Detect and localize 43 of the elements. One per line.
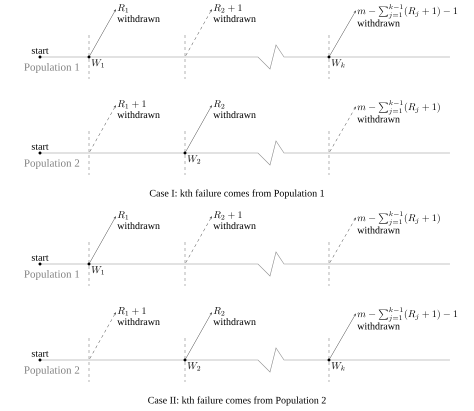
- event-point: $W_k$: [328, 56, 345, 68]
- node-label: $W_k$: [332, 362, 345, 371]
- node-label: $W_2$: [188, 362, 200, 371]
- event-point: $W_1$: [88, 262, 104, 275]
- population-label: Population 1: [24, 270, 80, 280]
- withdrawal-label: $R_1+1$ withdrawn: [117, 100, 160, 118]
- withdrawal-label: $R_1$ withdrawn: [117, 211, 160, 230]
- start-label: start: [32, 351, 49, 357]
- withdrawal-label: $R_2+1$ withdrawn: [213, 211, 256, 230]
- arrow: [330, 314, 356, 359]
- withdrawal-label: $R_1$ withdrawn: [117, 4, 160, 22]
- arrow: [90, 312, 116, 359]
- event-point: $W_1$: [88, 56, 104, 68]
- population-label: Population 2: [24, 159, 80, 169]
- withdrawal-label: $m-\sum_{j=1}^{k-1}(R_j+1)$ withdrawn: [357, 100, 440, 122]
- arrow: [186, 9, 212, 56]
- arrow: [330, 218, 356, 263]
- start-label: start: [32, 144, 49, 150]
- arrow: [186, 312, 212, 359]
- withdrawal-label: $m-\sum_{j=1}^{k-1}(R_j+1)-1$ withdrawn: [357, 4, 458, 26]
- withdrawal-label: $m-\sum_{j=1}^{k-1}(R_j+1)-1$ withdrawn: [357, 307, 458, 330]
- node-label: $W_1$: [92, 266, 104, 275]
- withdrawal-label: $R_2$ withdrawn: [213, 307, 256, 326]
- population-label: Population 1: [24, 63, 80, 73]
- node-label: $W_k$: [332, 59, 345, 68]
- node-label: $W_2$: [188, 155, 200, 164]
- arrow: [90, 9, 116, 56]
- arrow: [330, 106, 356, 152]
- withdrawal-label: $R_2+1$ withdrawn: [213, 4, 256, 22]
- arrow: [186, 216, 212, 263]
- withdrawal-label: $R_1+1$ withdrawn: [117, 307, 160, 326]
- withdrawal-label: $R_2$ withdrawn: [213, 100, 256, 118]
- node-label: $W_1$: [92, 59, 104, 68]
- event-point: $W_2$: [184, 358, 200, 371]
- arrow: [90, 105, 116, 152]
- arrow: [90, 216, 116, 263]
- caption: Case II: kth failure comes from Population 2: [148, 396, 326, 406]
- event-point: $W_2$: [184, 152, 200, 164]
- arrow: [330, 10, 356, 56]
- event-point: $W_k$: [328, 358, 345, 371]
- arrow: [186, 105, 212, 152]
- withdrawal-label: $m-\sum_{j=1}^{k-1}(R_j+1)$ withdrawn: [357, 211, 440, 234]
- population-label: Population 2: [24, 366, 80, 376]
